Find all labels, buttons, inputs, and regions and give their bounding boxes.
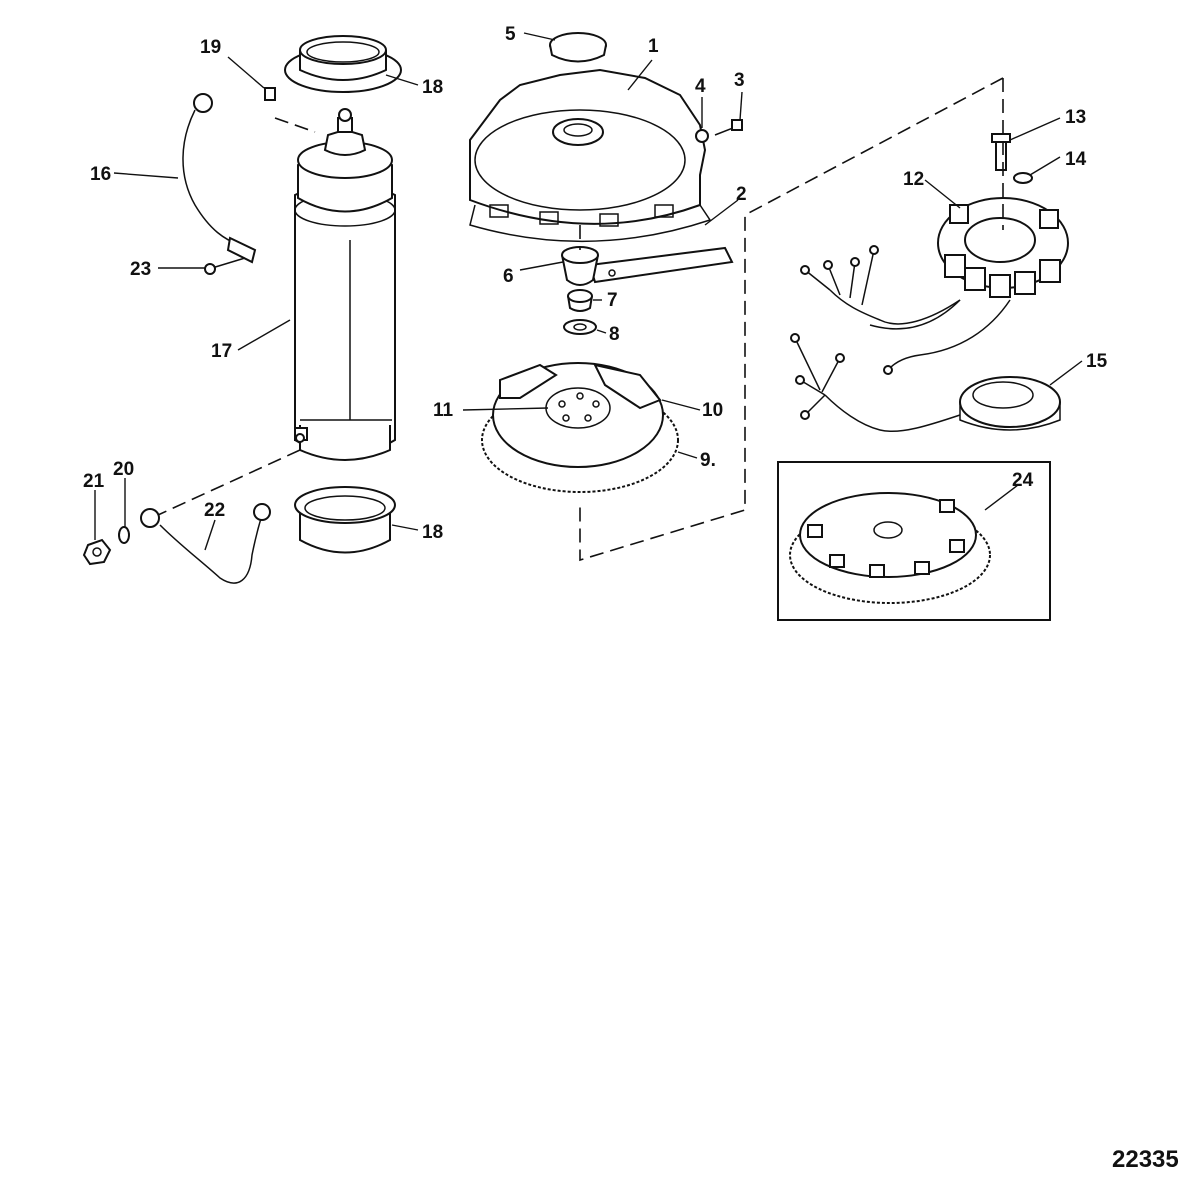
assembly-line-stator <box>579 77 1004 562</box>
washer-14 <box>1013 172 1033 184</box>
callout-6: 6 <box>503 266 514 287</box>
callout-13: 13 <box>1065 107 1086 128</box>
weights-10 <box>499 363 662 410</box>
stator-12 <box>937 197 1069 298</box>
inset-alternate-flywheel <box>777 461 1051 621</box>
callout-19: 19 <box>200 37 221 58</box>
callout-11: 11 <box>433 400 454 421</box>
callout-22: 22 <box>204 500 225 521</box>
callout-8: 8 <box>609 324 620 345</box>
strap-2 <box>588 246 734 284</box>
trigger-15 <box>959 376 1061 431</box>
screw-13 <box>991 133 1011 171</box>
collar-bottom <box>294 486 396 554</box>
callout-5: 5 <box>505 24 516 45</box>
callout-21: 21 <box>83 471 105 492</box>
cable-16 <box>182 93 257 264</box>
leader-lines <box>94 32 1083 551</box>
callout-1: 1 <box>648 36 659 57</box>
callout-2: 2 <box>736 184 747 205</box>
starter-motor <box>294 108 396 461</box>
callout-15: 15 <box>1086 351 1108 372</box>
screw-19 <box>264 87 276 101</box>
callout-23: 23 <box>130 259 151 280</box>
assembly-line-starter-top <box>274 117 316 133</box>
wire-harness <box>790 245 1011 433</box>
washer-4 <box>695 129 709 143</box>
washer-8 <box>563 319 597 335</box>
cable-22 <box>140 503 271 584</box>
callout-20: 20 <box>113 459 134 480</box>
screw-3 <box>714 119 743 136</box>
callout-3: 3 <box>734 70 745 91</box>
callout-4: 4 <box>695 76 706 97</box>
callout-labels: 1 2 3 4 5 6 7 8 9. 10 11 12 13 14 15 16 … <box>83 24 1108 543</box>
callout-7: 7 <box>607 290 618 311</box>
callout-18-bottom: 18 <box>422 522 443 543</box>
callout-24: 24 <box>1012 470 1034 491</box>
callout-9: 9. <box>700 450 716 471</box>
washer-20 <box>118 526 130 544</box>
callout-14: 14 <box>1065 149 1087 170</box>
screw-23 <box>204 257 246 275</box>
callout-16: 16 <box>90 164 111 185</box>
collar-top <box>284 35 402 93</box>
bushing-6 <box>561 246 599 286</box>
figure-number: 22335 <box>1112 1146 1179 1173</box>
cap-5 <box>549 32 607 63</box>
nut-21 <box>82 538 112 566</box>
callout-10: 10 <box>702 400 723 421</box>
assembly-line-starter-bottom <box>157 449 301 516</box>
callout-17: 17 <box>211 341 232 362</box>
nut-7 <box>567 289 593 312</box>
callout-12: 12 <box>903 169 924 190</box>
flywheel-cover <box>469 68 712 243</box>
callout-18-top: 18 <box>422 77 443 98</box>
